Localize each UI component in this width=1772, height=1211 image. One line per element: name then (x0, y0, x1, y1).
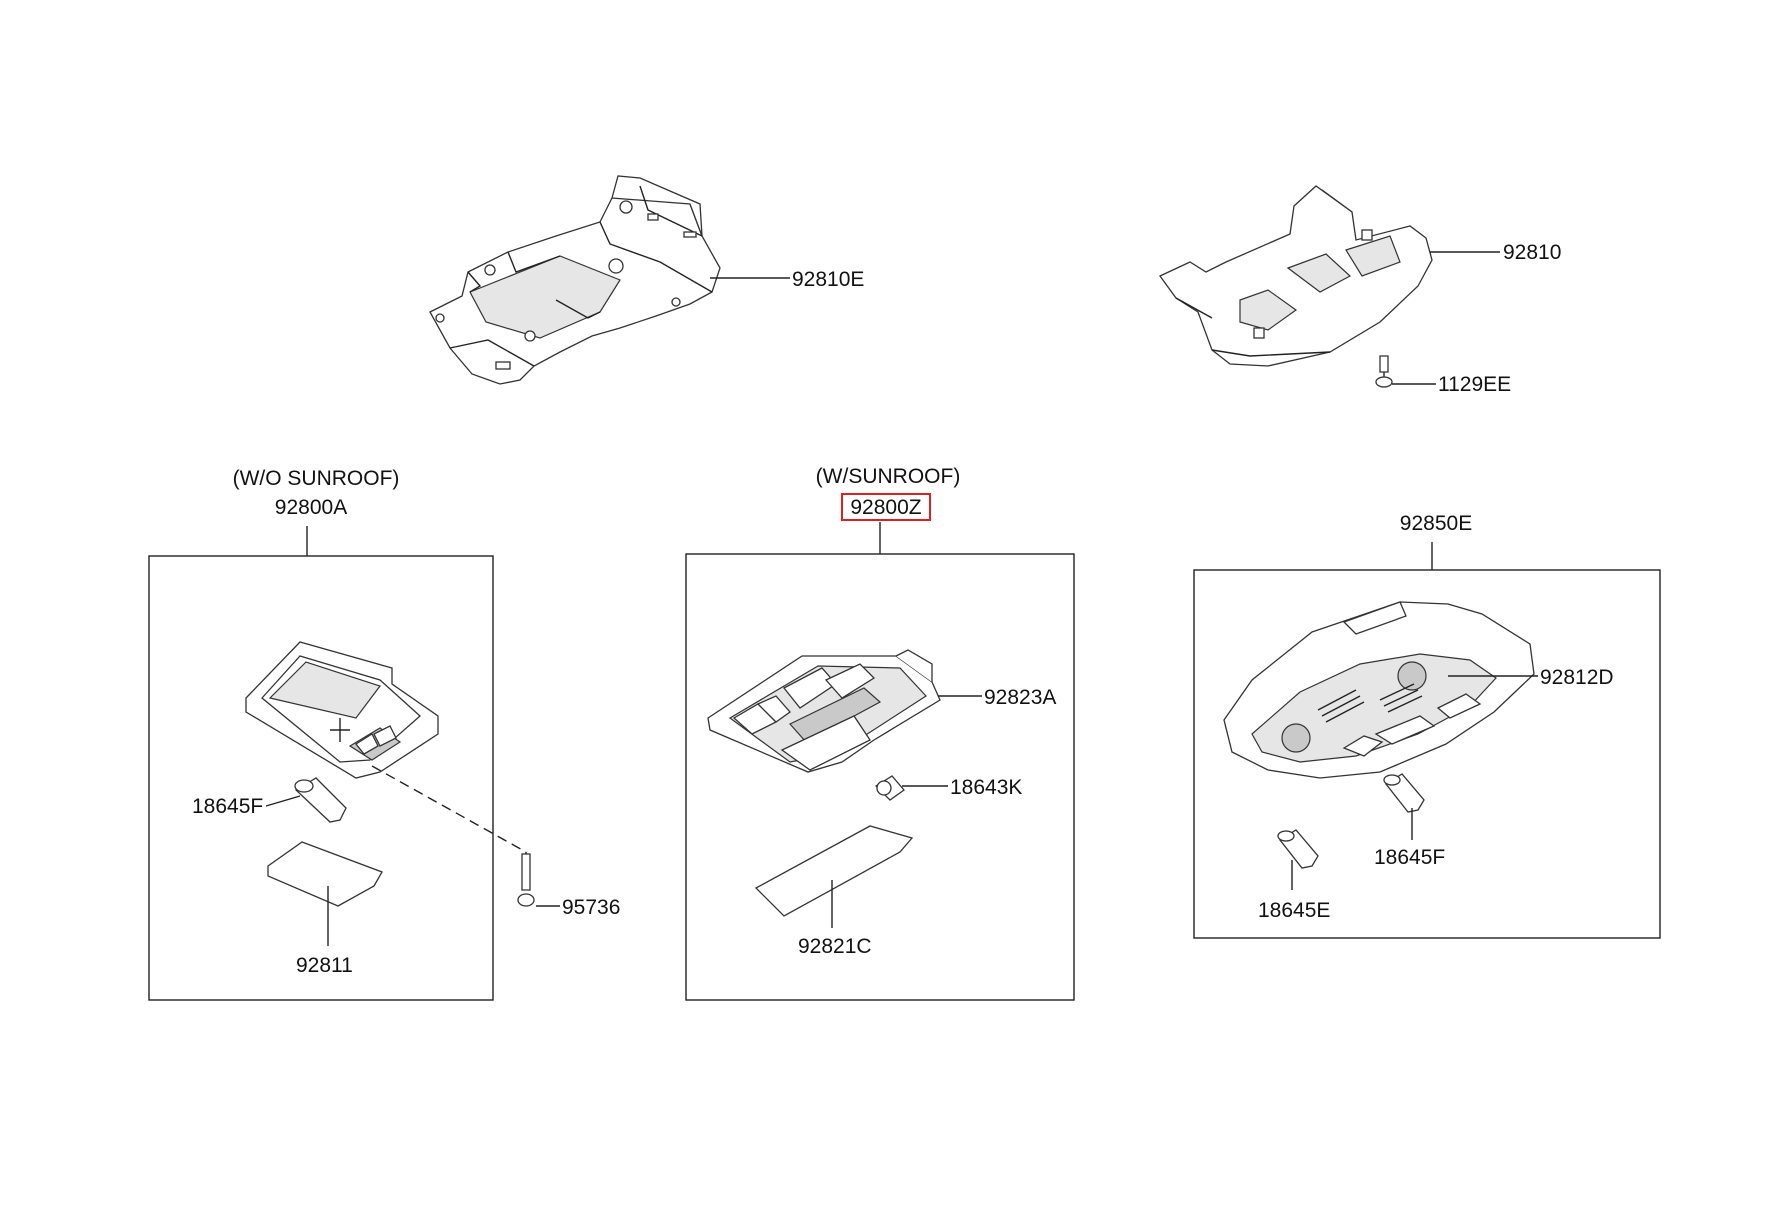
box-92850E (1193, 569, 1661, 939)
label-92823A: 92823A (984, 686, 1056, 709)
label-92812D: 92812D (1540, 666, 1614, 689)
label-92800Z: 92800Z (850, 496, 921, 519)
lens-92821C (754, 825, 914, 928)
console-92823A (707, 649, 982, 773)
label-92850E: 92850E (1400, 512, 1472, 535)
console-92812D (1223, 601, 1538, 779)
screw-1129EE (1375, 355, 1436, 388)
label-18645F-left: 18645F (192, 795, 263, 818)
lamp-assembly-92800A (245, 641, 527, 853)
label-92810: 92810 (1503, 241, 1561, 264)
label-92811: 92811 (296, 954, 353, 977)
label-18645F-right: 18645F (1374, 846, 1445, 869)
screw-95736 (517, 852, 560, 907)
bulb-18645F-left (265, 777, 347, 823)
bracket-92810 (1159, 185, 1500, 367)
label-1129EE: 1129EE (1438, 373, 1511, 396)
label-18645E: 18645E (1258, 899, 1330, 922)
label-18643K: 18643K (950, 776, 1022, 799)
lens-92811 (267, 841, 383, 946)
bulb-18643K (874, 775, 948, 801)
label-92800A: 92800A (275, 496, 347, 519)
label-92821C: 92821C (798, 935, 872, 958)
label-wo-sunroof: (W/O SUNROOF) (233, 467, 400, 490)
label-92810E: 92810E (792, 268, 864, 291)
highlight-box-92800Z (841, 493, 931, 521)
bulb-18645E (1277, 829, 1319, 890)
label-95736: 95736 (562, 896, 620, 919)
label-w-sunroof: (W/SUNROOF) (816, 465, 961, 488)
box-92800A (148, 555, 494, 1001)
box-92800Z (685, 553, 1075, 1001)
bulb-18645F-right (1383, 773, 1425, 840)
bracket-92810E (429, 175, 790, 385)
